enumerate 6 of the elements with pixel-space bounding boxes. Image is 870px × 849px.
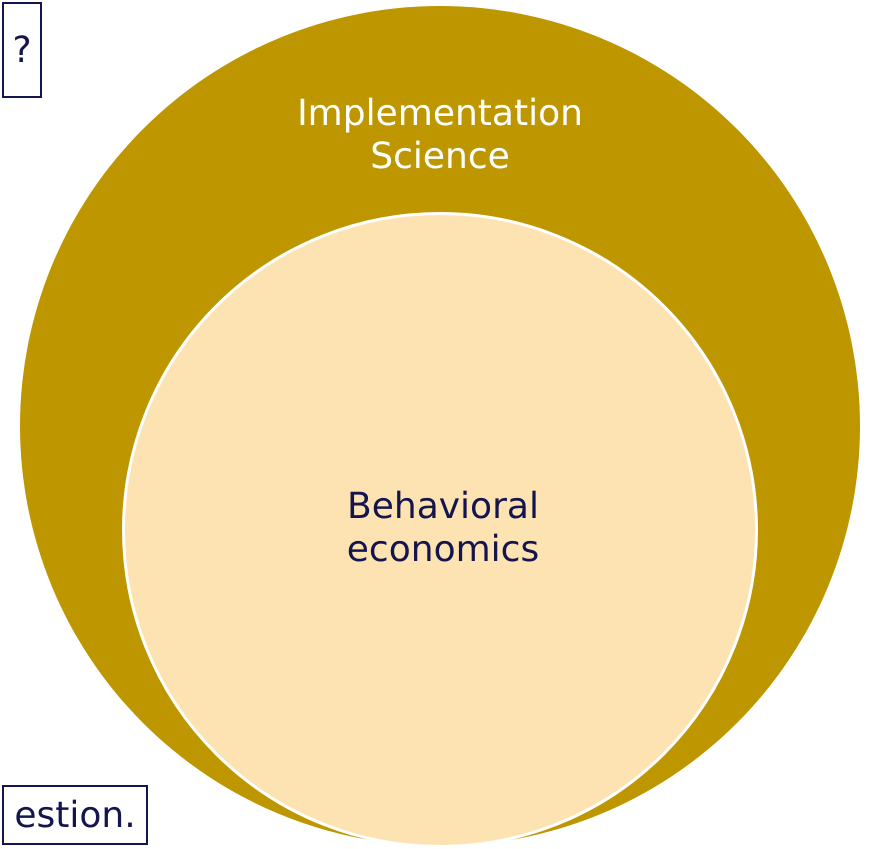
circle-label: Behavioral economics [346,485,540,572]
text-box [2,785,148,845]
box-text: ? [12,30,32,70]
text-box [2,2,42,98]
circle-label: Implementation Science [296,92,584,178]
box-text: estion. [14,794,136,836]
